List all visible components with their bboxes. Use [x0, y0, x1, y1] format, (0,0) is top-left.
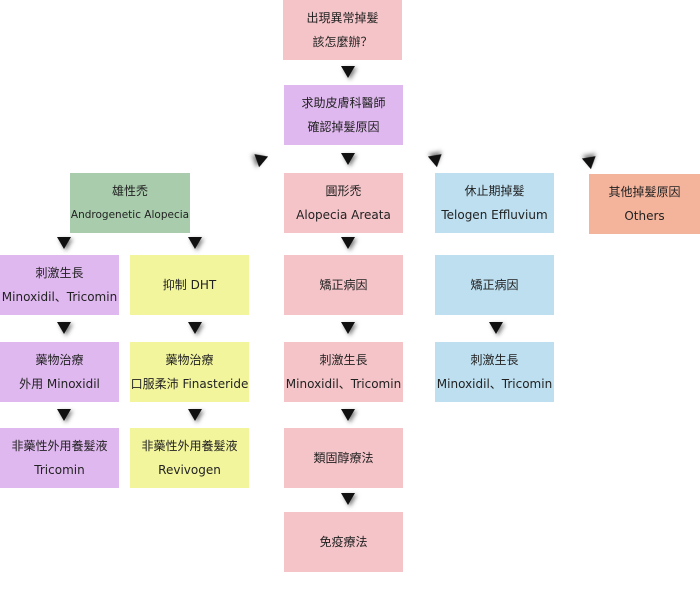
node-text: Minoxidil、Tricomin — [1, 290, 118, 304]
node-a-nondrug-tricomin: 非藥性外用養髮液 Tricomin — [0, 428, 119, 488]
arrow-down-icon — [188, 237, 202, 249]
arrow-down-icon — [57, 409, 71, 421]
arrow-down-icon — [188, 409, 202, 421]
node-areata: 圓形禿 Alopecia Areata — [284, 173, 403, 233]
arrow-down-icon — [341, 153, 355, 165]
node-te-correct: 矯正病因 — [435, 255, 554, 315]
arrow-diagonal-icon — [427, 148, 447, 168]
node-text: 外用 Minoxidil — [19, 377, 100, 391]
node-start: 出現異常掉髮該怎麼辦？ — [283, 0, 402, 60]
arrow-down-icon — [489, 322, 503, 334]
arrow-down-icon — [341, 237, 355, 249]
arrow-down-icon — [341, 66, 355, 78]
node-text: 非藥性外用養髮液 — [141, 439, 238, 453]
node-text: 圓形禿 — [325, 184, 362, 198]
node-text: 求助皮膚科醫師 — [301, 96, 386, 110]
node-text: Minoxidil、Tricomin — [285, 377, 402, 391]
node-text: 口服柔沛 Finasteride — [130, 377, 249, 391]
node-te-stimulate: 刺激生長 Minoxidil、Tricomin — [435, 342, 554, 402]
node-text: 刺激生長 — [35, 266, 84, 280]
arrow-down-icon — [188, 322, 202, 334]
node-androgenetic: 雄性禿 Androgenetic Alopecia — [70, 173, 190, 233]
arrow-diagonal-icon — [249, 148, 269, 168]
node-text: Revivogen — [158, 463, 221, 477]
node-a-dht: 抑制 DHT — [130, 255, 249, 315]
arrow-down-icon — [341, 493, 355, 505]
node-text: 刺激生長 — [319, 353, 368, 367]
node-text: 免疫療法 — [319, 535, 368, 549]
node-a-nondrug-revivogen: 非藥性外用養髮液 Revivogen — [130, 428, 249, 488]
node-text: 類固醇療法 — [313, 451, 374, 465]
node-text: 非藥性外用養髮液 — [11, 439, 108, 453]
node-text: 出現異常掉髮 — [306, 11, 379, 25]
node-text: 其他掉髮原因 — [608, 185, 681, 199]
node-text: 確認掉髮原因 — [307, 120, 380, 134]
node-text: Alopecia Areata — [296, 208, 391, 222]
node-text: 矯正病因 — [470, 278, 519, 292]
node-aa-steroid: 類固醇療法 — [284, 428, 403, 488]
node-text: 藥物治療 — [35, 353, 84, 367]
node-text: Others — [624, 209, 665, 223]
node-text: Tricomin — [34, 463, 85, 477]
node-text: 該怎麼辦？ — [312, 35, 373, 49]
node-aa-immune: 免疫療法 — [284, 512, 403, 572]
arrow-down-icon — [57, 322, 71, 334]
arrow-down-icon — [341, 322, 355, 334]
node-text: Androgenetic Alopecia — [70, 209, 190, 221]
node-consult-dermatologist: 求助皮膚科醫師確認掉髮原因 — [284, 85, 403, 145]
node-a-medication: 藥物治療外用 Minoxidil — [0, 342, 119, 402]
node-text: 休止期掉髮 — [464, 184, 525, 198]
node-text: 抑制 DHT — [162, 278, 217, 292]
node-aa-stimulate: 刺激生長 Minoxidil、Tricomin — [284, 342, 403, 402]
node-text: 刺激生長 — [470, 353, 519, 367]
node-text: Minoxidil、Tricomin — [436, 377, 553, 391]
arrow-down-icon — [57, 237, 71, 249]
node-text: 雄性禿 — [111, 184, 148, 198]
node-a-finasteride: 藥物治療口服柔沛 Finasteride — [130, 342, 249, 402]
node-text: Telogen Effluvium — [441, 208, 548, 222]
node-text: 藥物治療 — [165, 353, 214, 367]
arrow-diagonal-icon — [581, 150, 601, 170]
node-text: 矯正病因 — [319, 278, 368, 292]
node-others: 其他掉髮原因 Others — [589, 174, 700, 234]
node-telogen: 休止期掉髮 Telogen Effluvium — [435, 173, 554, 233]
node-aa-correct: 矯正病因 — [284, 255, 403, 315]
arrow-down-icon — [341, 409, 355, 421]
node-a-stimulate: 刺激生長 Minoxidil、Tricomin — [0, 255, 119, 315]
